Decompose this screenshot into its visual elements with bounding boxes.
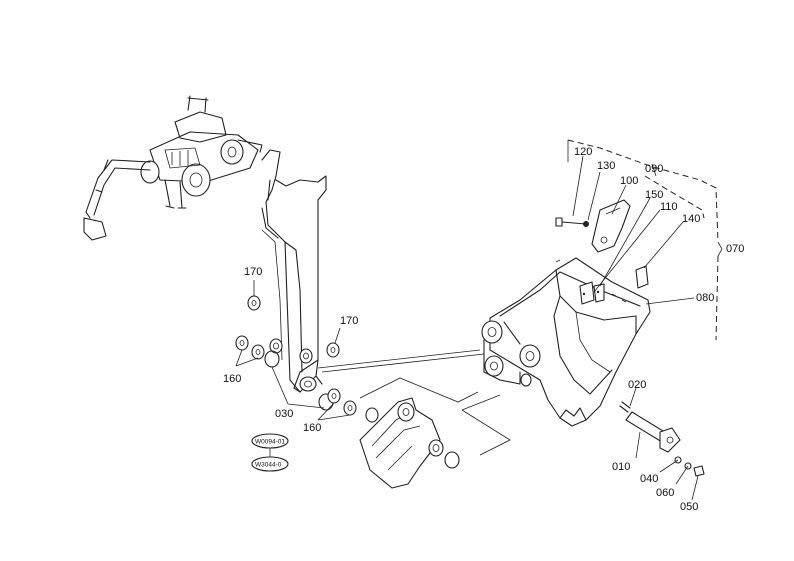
callout-140: 140 bbox=[682, 213, 700, 225]
bolt-050[interactable] bbox=[693, 465, 705, 477]
tractor-backhoe-overview bbox=[83, 95, 263, 241]
callout-110: 110 bbox=[660, 201, 678, 213]
reference-codes: W0094-01 W3044-0 bbox=[251, 433, 289, 472]
callout-150: 150 bbox=[645, 189, 663, 201]
callout-100: 100 bbox=[620, 175, 638, 187]
callout-050: 050 bbox=[680, 501, 698, 513]
grease-fitting-020[interactable] bbox=[619, 401, 631, 413]
pin-010[interactable] bbox=[625, 411, 681, 453]
callout-060: 060 bbox=[656, 487, 674, 499]
callout-040: 040 bbox=[640, 473, 658, 485]
shim-150[interactable] bbox=[579, 281, 605, 305]
callout-leaders bbox=[235, 155, 699, 501]
washer-160-right[interactable] bbox=[327, 388, 357, 416]
nut-130[interactable] bbox=[583, 221, 589, 227]
callout-170-left: 170 bbox=[244, 266, 262, 278]
callout-120: 120 bbox=[574, 146, 592, 158]
washer-160-left[interactable] bbox=[235, 335, 265, 360]
callout-090: 090 bbox=[645, 163, 663, 175]
callout-170-right: 170 bbox=[340, 315, 358, 327]
callout-070: 070 bbox=[726, 243, 744, 255]
callout-020: 020 bbox=[628, 379, 646, 391]
washer-170-right[interactable] bbox=[326, 342, 340, 358]
plate-140[interactable] bbox=[635, 265, 649, 289]
callout-030: 030 bbox=[275, 408, 293, 420]
group-bracket-070 bbox=[567, 139, 723, 341]
tooth-holder-100[interactable] bbox=[591, 199, 631, 253]
callout-010: 010 bbox=[612, 461, 630, 473]
o-ring-030[interactable] bbox=[264, 350, 334, 411]
dipper-arm bbox=[261, 149, 327, 393]
callout-080: 080 bbox=[696, 292, 714, 304]
callout-160-right: 160 bbox=[303, 422, 321, 434]
bucket-080[interactable] bbox=[481, 257, 651, 427]
ref-code-top: W0094-01 bbox=[255, 439, 285, 446]
bucket-link[interactable] bbox=[359, 397, 460, 489]
callout-130: 130 bbox=[597, 160, 615, 172]
callout-160-left: 160 bbox=[223, 373, 241, 385]
bolt-120[interactable] bbox=[555, 217, 587, 227]
ref-code-bottom: W3044-0 bbox=[255, 462, 282, 469]
washer-170-left[interactable] bbox=[247, 295, 261, 311]
